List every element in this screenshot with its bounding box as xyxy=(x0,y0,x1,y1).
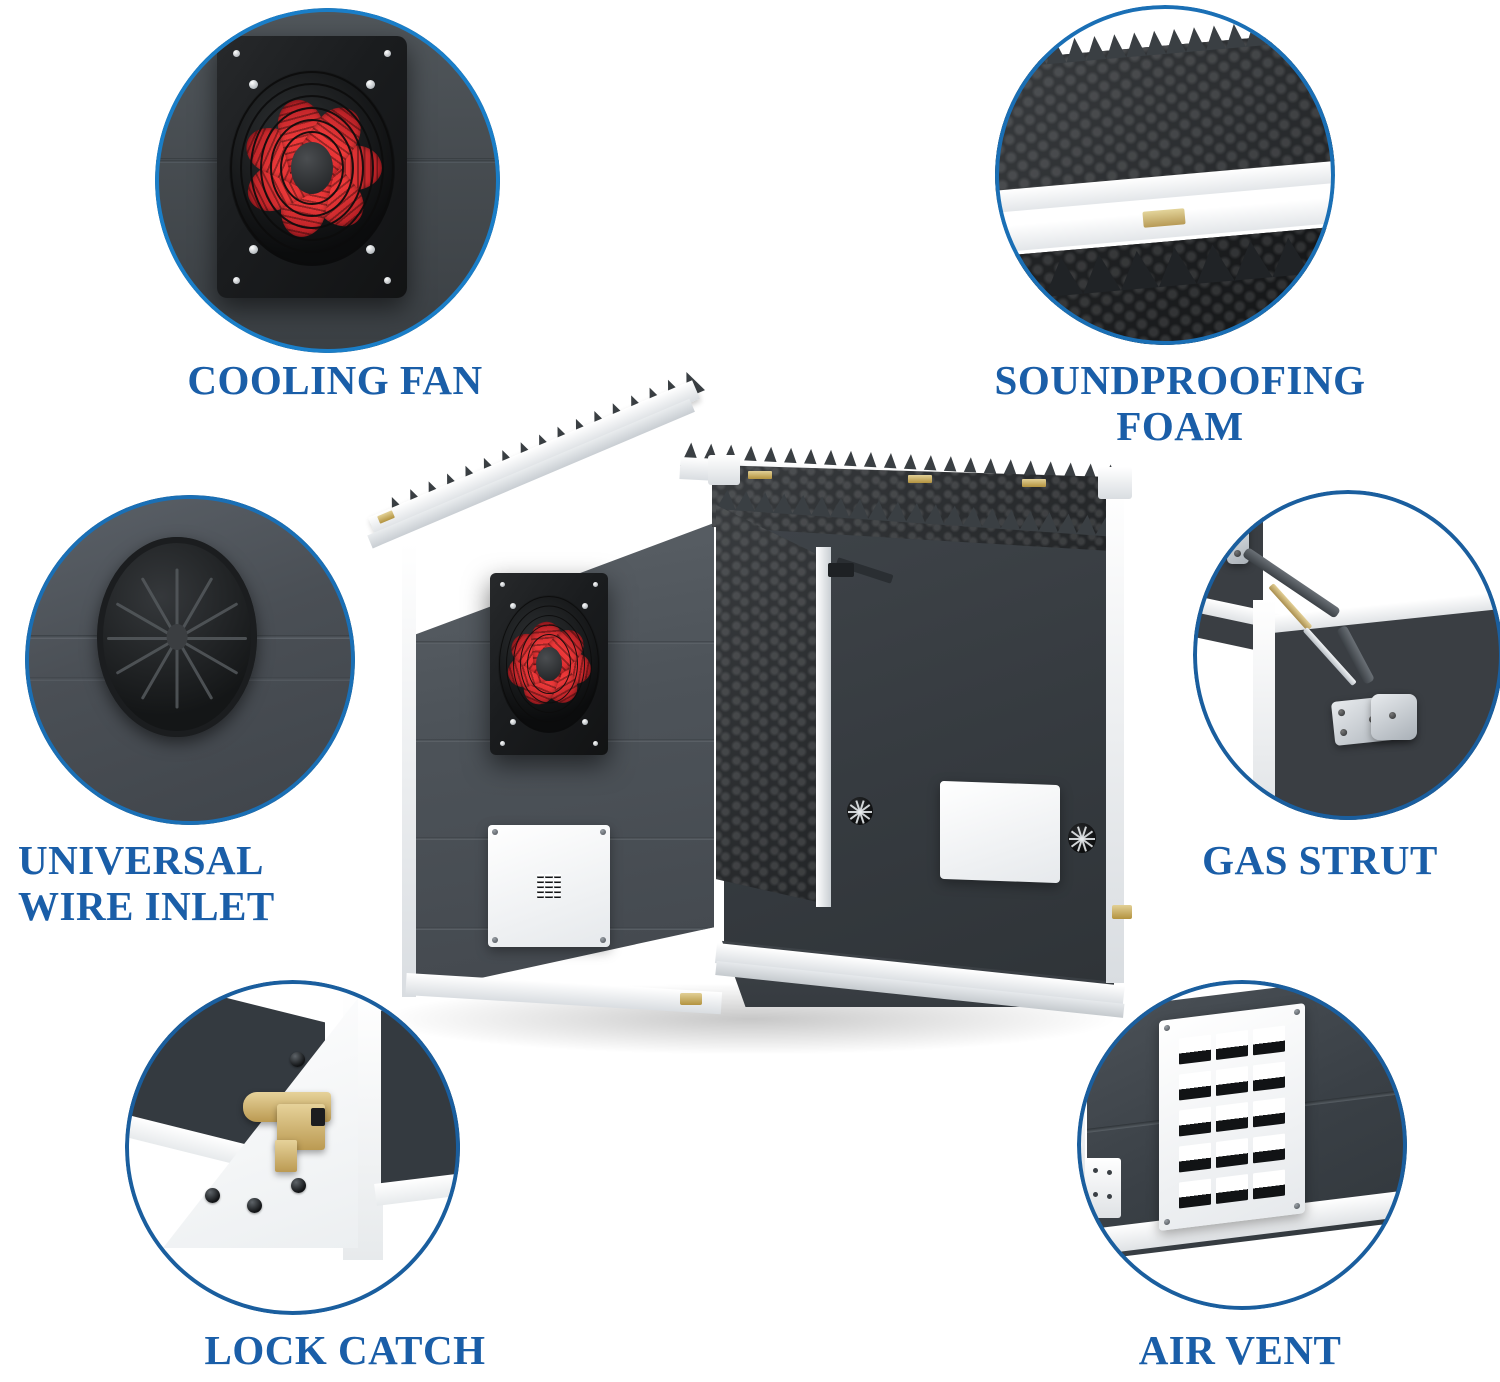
label-air-vent: AIR VENT xyxy=(1138,1327,1342,1373)
inset-lock-catch xyxy=(125,980,460,1315)
screw xyxy=(205,1188,220,1203)
right-frame-post xyxy=(1106,483,1124,983)
left-wall-acoustic-foam xyxy=(716,505,822,903)
inset-gas-strut xyxy=(1193,490,1500,820)
left-top-corner-block xyxy=(708,455,740,485)
inset-air-vent xyxy=(1077,980,1407,1310)
fan-icon xyxy=(217,36,407,298)
product-image-soundproof-enclosure xyxy=(350,368,1170,1055)
grommet-icon xyxy=(97,537,257,737)
left-edge-strip xyxy=(1077,1066,1085,1196)
roof-fascia-rail-2 xyxy=(367,398,695,549)
vent-icon xyxy=(1159,1003,1305,1231)
label-cooling-fan: COOLING FAN xyxy=(187,357,483,403)
screw xyxy=(291,1178,306,1193)
label-soundproofing-foam: SOUNDPROOFING FOAM xyxy=(994,357,1366,449)
fan-grille-icon xyxy=(229,70,395,266)
roof-hinge-icon xyxy=(1022,479,1046,487)
roof-hinge-icon xyxy=(748,471,772,479)
gas-strut-bracket-icon xyxy=(828,563,854,577)
exterior-air-vent-icon xyxy=(488,825,610,947)
mount-bracket xyxy=(1083,1158,1121,1218)
lock-catch-icon xyxy=(680,993,702,1005)
inset-soundproofing-foam xyxy=(995,5,1335,345)
wire-inlet-port-right-icon xyxy=(1068,823,1096,853)
fan-grille-icon xyxy=(498,595,600,733)
interior-corner-post xyxy=(816,547,831,907)
strut-pivot-plate-icon xyxy=(1371,694,1417,740)
roof-hinge-icon xyxy=(908,475,932,483)
corner-post xyxy=(1253,600,1275,820)
screw xyxy=(290,1052,305,1067)
label-universal-wire-inlet: UNIVERSAL WIRE INLET xyxy=(18,837,275,929)
right-top-corner-block xyxy=(1098,467,1132,499)
left-frame-edge xyxy=(402,543,416,997)
cooling-fan-icon xyxy=(490,573,608,755)
screw xyxy=(247,1198,262,1213)
interior-air-vent-icon xyxy=(940,780,1060,884)
right-lock-catch-icon xyxy=(1112,905,1132,919)
label-gas-strut: GAS STRUT xyxy=(1202,837,1438,883)
label-lock-catch: LOCK CATCH xyxy=(204,1327,486,1373)
latch-hook-icon xyxy=(275,1140,297,1172)
latch-keyhole-icon xyxy=(311,1108,325,1126)
wire-inlet-port-left-icon xyxy=(847,797,873,825)
inset-universal-wire-inlet xyxy=(25,495,355,825)
inset-cooling-fan xyxy=(155,8,500,353)
